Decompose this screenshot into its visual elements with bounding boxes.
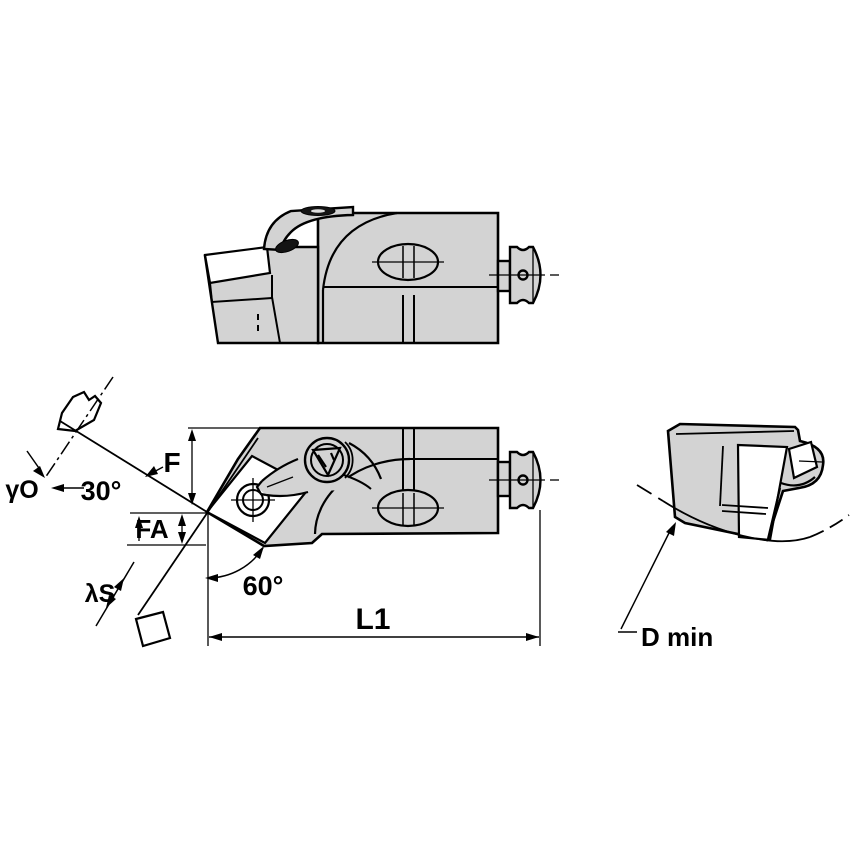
label-fa: FA [135, 514, 168, 544]
clamp-end-face [787, 440, 819, 480]
bore-arc [636, 484, 664, 502]
label-d-min: D min [641, 622, 713, 652]
label-gamma-o: γO [5, 476, 38, 504]
annotations: γO 30° F FA λS 60° L1 D min [5, 376, 713, 652]
fillet-arc-top [321, 211, 398, 291]
torx-recess [311, 446, 342, 478]
label-f: F [163, 447, 180, 478]
insert-top-face [203, 245, 272, 285]
gamma-arrowhead [33, 466, 45, 478]
top-view [203, 205, 559, 345]
rake-axis-line [44, 376, 114, 479]
dmin-arrowhead [666, 522, 676, 536]
clamp-rear-edge [348, 442, 383, 480]
adjust-screw-shaft-front [496, 460, 512, 498]
inclination-line [137, 437, 259, 616]
label-30deg: 30° [81, 476, 122, 506]
insert-profile-gamma [56, 390, 103, 433]
label-l1: L1 [355, 603, 390, 636]
tool-body-top [316, 211, 500, 345]
label-60deg: 60° [243, 571, 284, 601]
thirty-deg-line [59, 420, 208, 513]
end-view [636, 422, 850, 543]
thirty-arrowhead [51, 484, 64, 492]
clamp-nose-edge [275, 238, 299, 254]
adjust-screw-shaft-top [496, 259, 512, 293]
f-leader-arrowhead [145, 466, 158, 477]
insert-profile-lambda [134, 610, 172, 648]
front-view [205, 426, 559, 548]
label-lambda-s: λS [85, 580, 116, 608]
